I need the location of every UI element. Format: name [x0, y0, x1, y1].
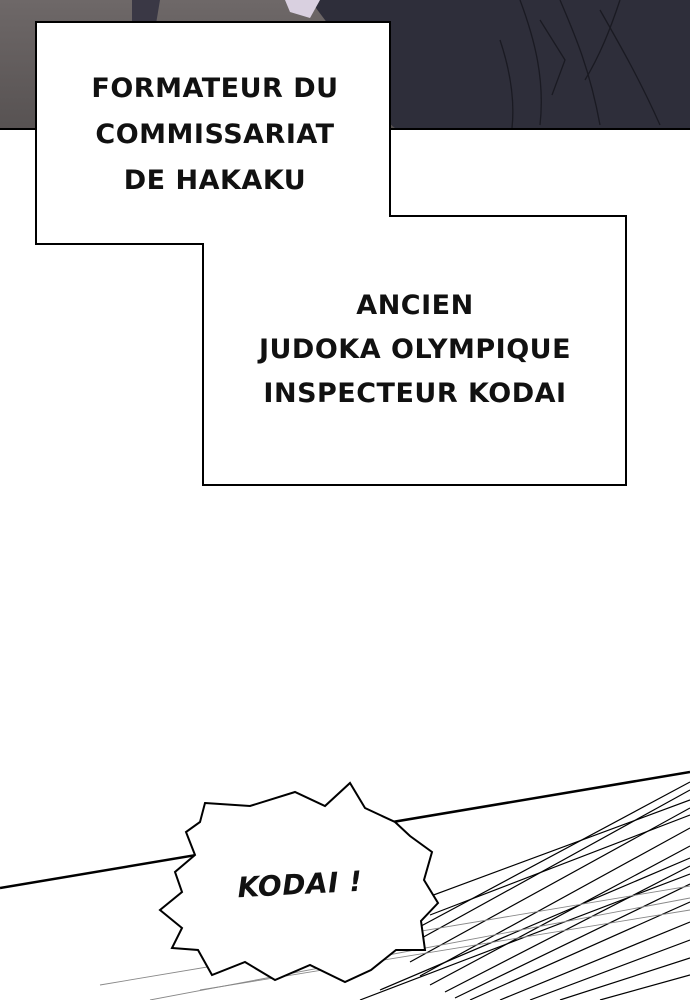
caption-box-outline [35, 21, 627, 486]
caption-box-trainer: FORMATEUR DU COMMISSARIAT DE HAKAKU [40, 66, 390, 204]
shout-bubble-shape [158, 781, 440, 984]
caption-line: COMMISSARIAT [95, 119, 335, 150]
caption-line: FORMATEUR DU [91, 73, 339, 104]
caption-line: ANCIEN [356, 290, 474, 321]
caption-box-inspector: ANCIEN JUDOKA OLYMPIQUE INSPECTEUR KODAI [206, 284, 624, 416]
caption-line: JUDOKA OLYMPIQUE [258, 334, 572, 365]
caption-line: DE HAKAKU [123, 165, 307, 196]
caption-line: INSPECTEUR KODAI [263, 378, 567, 409]
